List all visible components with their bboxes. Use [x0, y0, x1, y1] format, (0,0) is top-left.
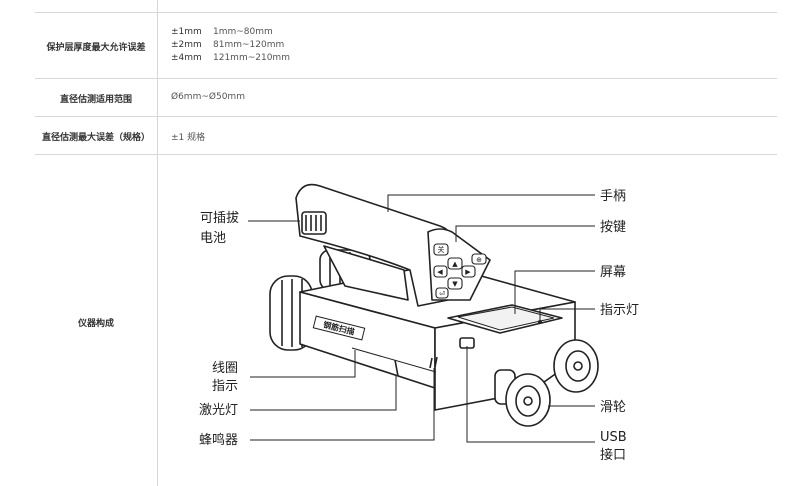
key-down [447, 277, 463, 290]
tolerance-line-3: ±4mm 121mm~210mm [171, 53, 290, 63]
key-mode-label: ⊕ [476, 256, 482, 264]
key-enter-label: ⏎ [439, 290, 445, 298]
row-divider [35, 78, 777, 79]
battery-grill [301, 211, 327, 235]
key-right [461, 265, 476, 278]
row-label-diameter-range: 直径估测适用范围 [59, 95, 132, 105]
laser-slot [394, 359, 399, 377]
key-up [447, 257, 463, 270]
callout-indicator-light: 指示灯 [600, 303, 639, 318]
callout-keys: 按键 [600, 220, 626, 235]
tolerance-line-1: ±1mm 1mm~80mm [171, 27, 273, 37]
leader-usb [466, 346, 595, 443]
tolerance-value: ±4mm [171, 53, 202, 63]
tolerance-value: ±1mm [171, 27, 202, 37]
key-power-label: 关 [438, 245, 445, 254]
screen [457, 306, 555, 331]
callout-pulley: 滑轮 [600, 400, 626, 415]
callout-usb-line1: USB [600, 430, 627, 445]
key-power [433, 243, 449, 256]
callout-buzzer: 蜂鸣器 [199, 432, 238, 448]
leader-coil [250, 350, 356, 378]
table-top-border [35, 12, 777, 13]
callout-laser: 激光灯 [199, 403, 238, 418]
front-wheel [494, 369, 551, 427]
range-value: 1mm~80mm [213, 27, 273, 37]
leader-indicator [539, 308, 595, 320]
key-enter [435, 287, 449, 299]
row-label-diameter-error: 直径估测最大误差（规格） [41, 133, 150, 143]
leader-screen [514, 270, 595, 314]
key-left [433, 265, 448, 278]
diameter-range-value: Ø6mm~Ø50mm [171, 92, 245, 102]
leader-handle [387, 194, 595, 212]
key-mode [471, 253, 487, 265]
leader-keys [455, 225, 595, 242]
key-up-label: ▲ [452, 260, 458, 268]
column-divider [157, 0, 158, 486]
leader-buzzer [250, 368, 435, 441]
range-value: 81mm~120mm [213, 40, 285, 50]
row-label-cover-thickness-error: 保护层厚度最大允许误差 [46, 43, 146, 53]
callout-handle: 手柄 [600, 189, 626, 204]
callout-battery-line2: 电池 [200, 231, 226, 246]
key-right-label: ▶ [465, 268, 471, 276]
handle-cutout [323, 245, 409, 301]
row-divider [35, 154, 777, 155]
key-down-label: ▼ [452, 280, 458, 288]
coil-mark-line [351, 347, 437, 373]
tolerance-line-2: ±2mm 81mm~120mm [171, 40, 284, 50]
tolerance-value: ±2mm [171, 40, 202, 50]
callout-screen: 屏幕 [600, 265, 626, 280]
key-left-label: ◀ [437, 268, 443, 276]
right-wheel [553, 339, 599, 393]
callout-battery-line1: 可插拔 [200, 211, 239, 226]
side-panel-text-group: 钢筋扫描 [312, 315, 366, 341]
leader-laser [250, 376, 397, 411]
indicator-light-dot [538, 320, 542, 324]
callout-usb-line2: 接口 [600, 447, 626, 463]
callout-coil-line2: 指示 [212, 379, 238, 394]
diameter-error-value: ±1 规格 [171, 133, 206, 143]
callout-coil-line1: 线圈 [212, 361, 238, 376]
range-value: 121mm~210mm [213, 53, 290, 63]
row-divider [35, 116, 777, 117]
row-label-composition: 仪器构成 [77, 319, 114, 329]
